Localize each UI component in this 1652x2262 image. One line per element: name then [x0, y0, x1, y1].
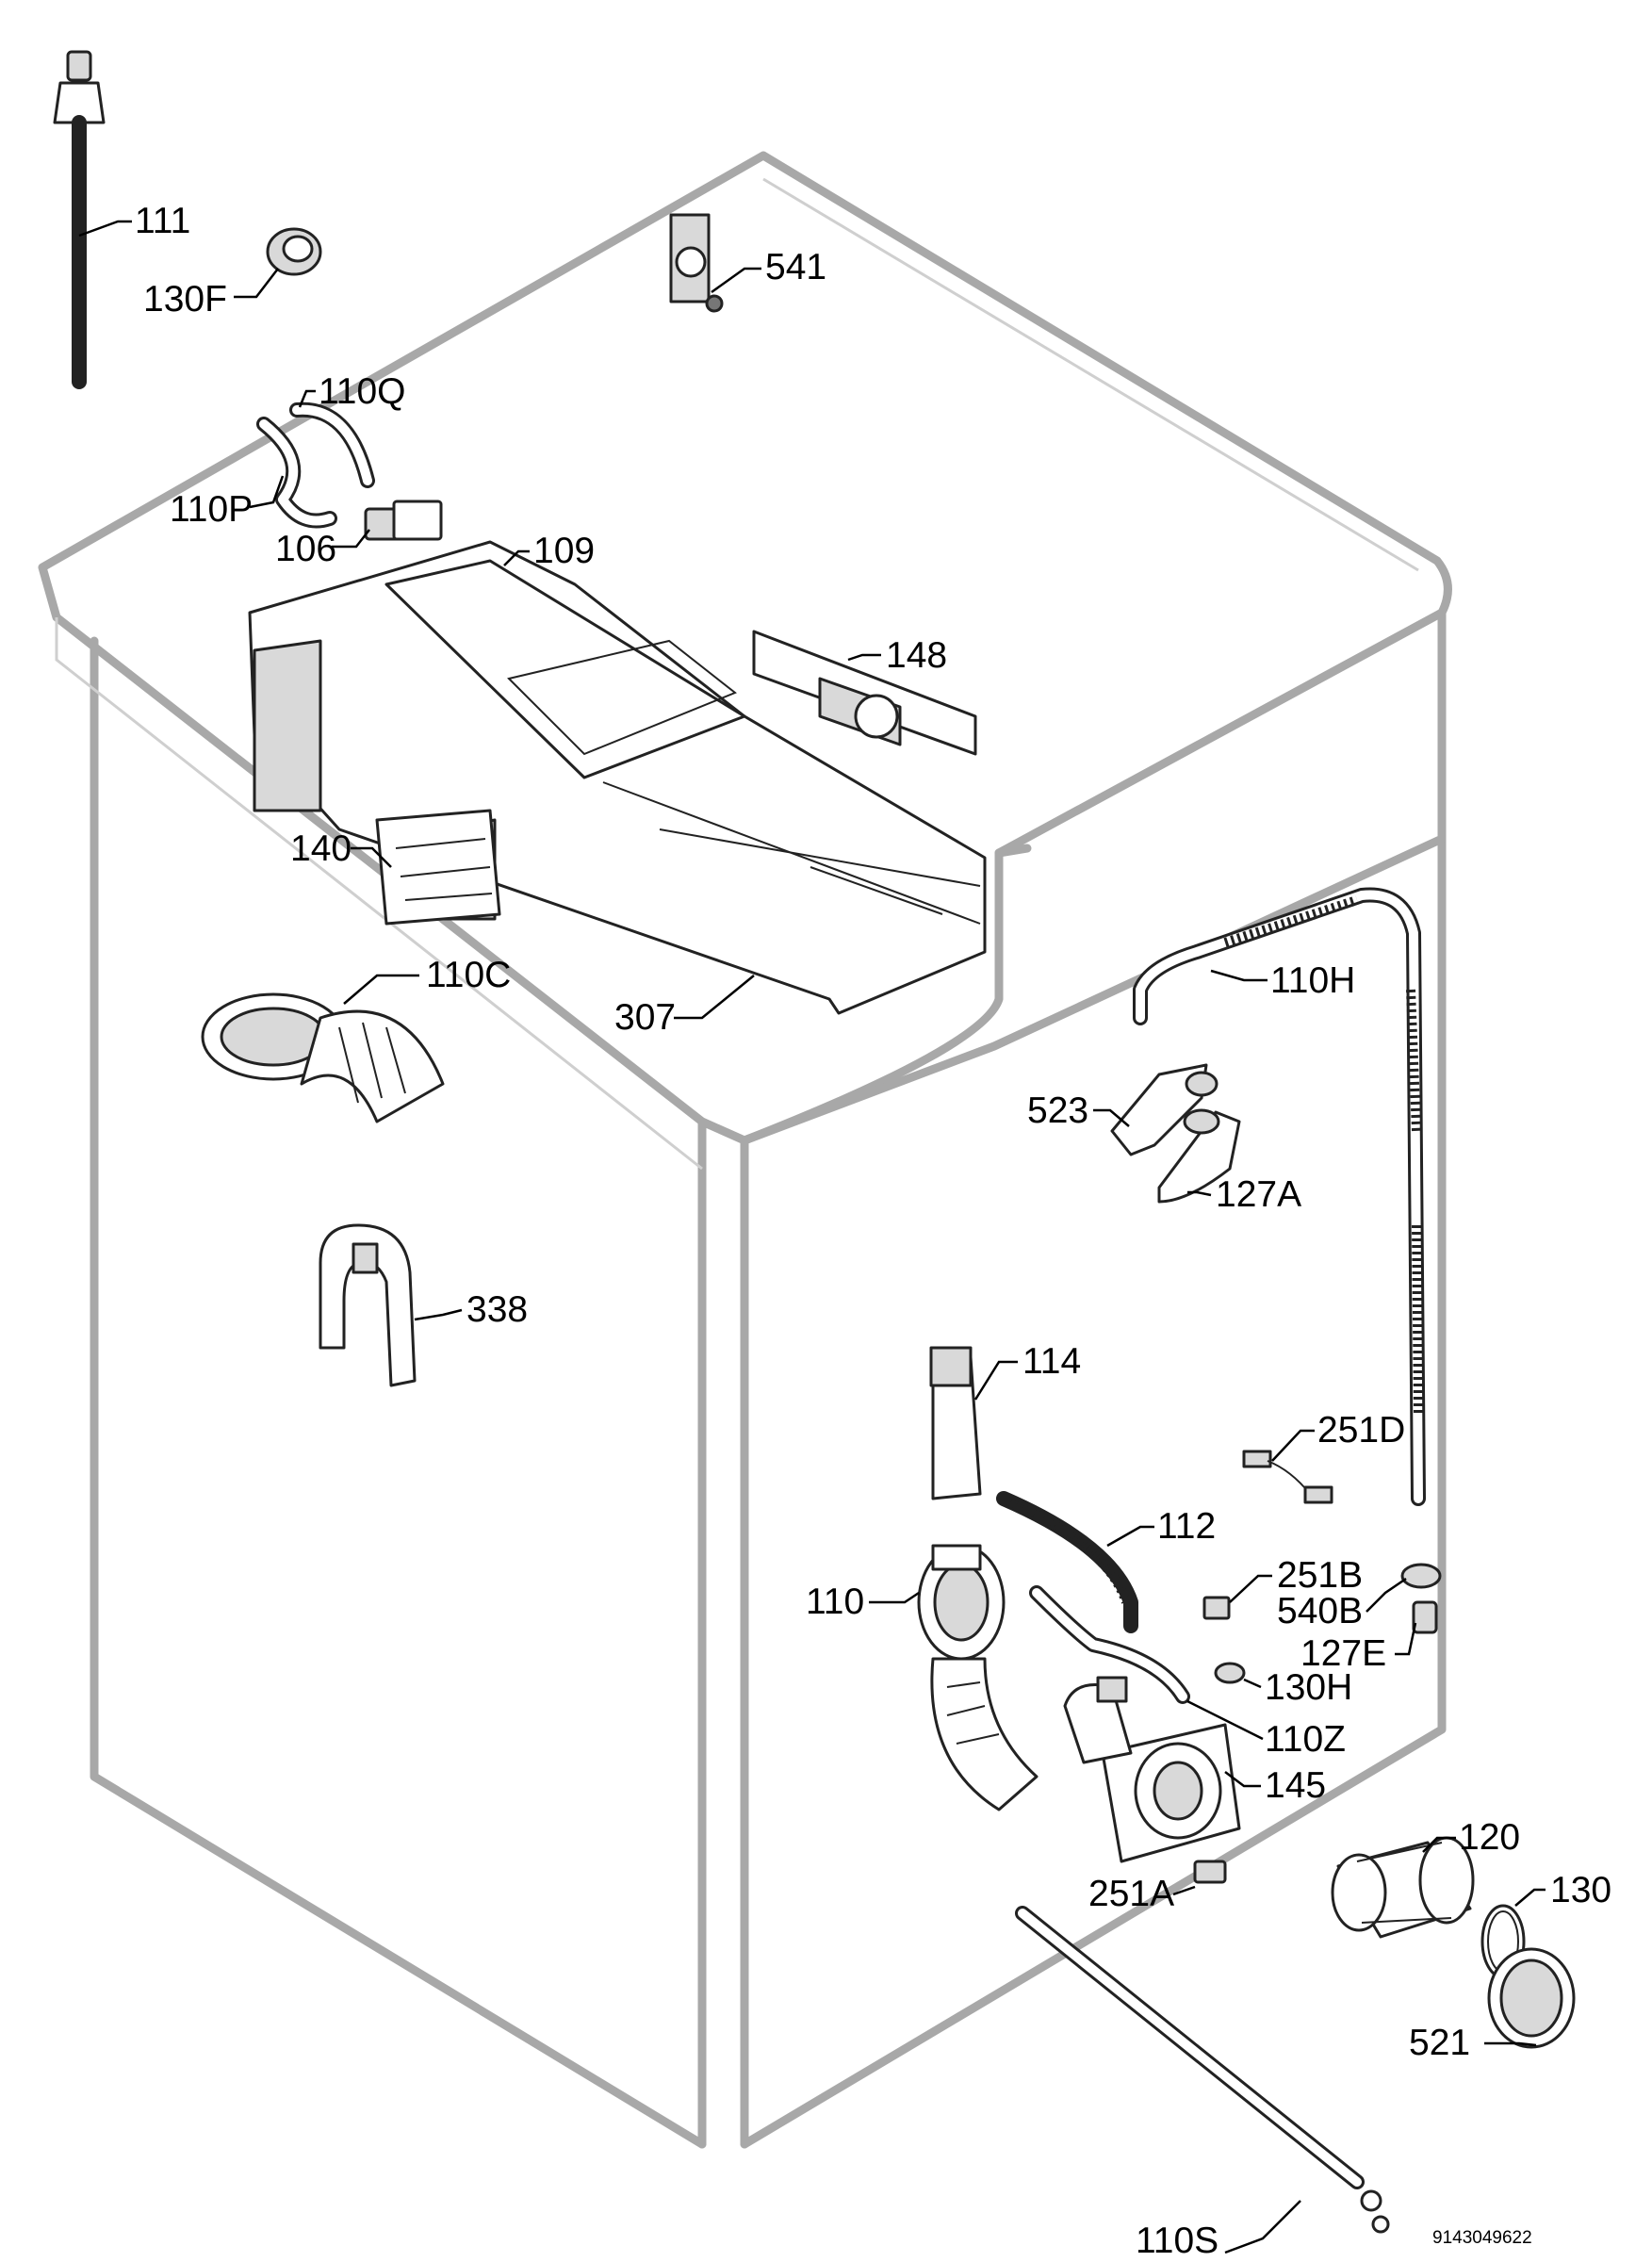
part-521-cap — [1487, 1947, 1576, 2049]
part-251B-connector — [1202, 1596, 1231, 1620]
label-127E: 127E — [1300, 1633, 1386, 1674]
part-109-307-dispenser-housing — [248, 540, 987, 1015]
part-145-pump — [1063, 1676, 1241, 1863]
label-148: 148 — [886, 635, 947, 676]
label-130F: 130F — [143, 279, 227, 320]
label-111: 111 — [135, 201, 190, 241]
label-338: 338 — [466, 1289, 528, 1330]
callout-labels: 111 130F 541 110Q 110P 106 109 148 140 1… — [135, 201, 1611, 2261]
part-541-bracket — [669, 213, 724, 313]
part-110H-drain-hose — [1133, 887, 1426, 1506]
label-109: 109 — [533, 531, 595, 571]
label-127A: 127A — [1216, 1174, 1301, 1215]
leader-lines — [78, 220, 1546, 2254]
part-140-grid — [375, 809, 501, 926]
part-120-filter — [1331, 1836, 1475, 1939]
part-251A-connector — [1193, 1860, 1227, 1884]
part-110Z-hose — [1029, 1585, 1190, 1704]
label-307: 307 — [614, 997, 676, 1038]
label-110Q: 110Q — [319, 371, 406, 412]
label-110H: 110H — [1270, 960, 1355, 1001]
part-111-inlet-hose — [53, 50, 106, 389]
drawing-reference-number: 9143049622 — [1432, 2228, 1532, 2248]
label-110S: 110S — [1136, 2221, 1219, 2261]
label-523: 523 — [1027, 1090, 1088, 1131]
label-110Z: 110Z — [1265, 1719, 1346, 1760]
label-251B: 251B — [1277, 1555, 1363, 1596]
part-112-corrugated-hose — [996, 1491, 1138, 1633]
label-112: 112 — [1157, 1506, 1216, 1547]
label-110: 110 — [806, 1582, 864, 1622]
part-523-clip — [1110, 1063, 1219, 1156]
part-148-drawer-front — [752, 630, 977, 756]
label-114: 114 — [1022, 1341, 1081, 1382]
part-251D-wiring — [1242, 1450, 1333, 1504]
label-130: 130 — [1550, 1870, 1611, 1910]
part-127E-insert — [1412, 1600, 1438, 1634]
label-140: 140 — [290, 828, 352, 869]
part-110Q-110P-hoses — [256, 402, 375, 529]
part-540B-clamp — [1400, 1563, 1442, 1589]
label-110C: 110C — [426, 955, 511, 995]
part-114-tube — [929, 1346, 982, 1500]
label-251A: 251A — [1088, 1874, 1174, 1914]
label-251D: 251D — [1317, 1410, 1405, 1451]
label-540B: 540B — [1277, 1591, 1363, 1631]
part-338-hose-bracket — [319, 1223, 417, 1387]
label-541: 541 — [765, 247, 826, 287]
part-106-valve — [364, 500, 443, 541]
label-106: 106 — [275, 529, 336, 569]
label-110P: 110P — [170, 489, 253, 530]
label-120: 120 — [1459, 1817, 1520, 1858]
part-110-sump — [917, 1544, 1039, 1811]
label-145: 145 — [1265, 1765, 1326, 1806]
part-130F-cap — [266, 227, 322, 276]
part-130H-ring — [1214, 1662, 1246, 1684]
label-130H: 130H — [1265, 1667, 1352, 1708]
part-110C-bellows — [201, 992, 445, 1123]
part-110S-drain-tube — [1015, 1906, 1390, 2234]
cabinet-outline — [38, 151, 1452, 2149]
part-127A-cover — [1157, 1108, 1241, 1204]
label-521: 521 — [1409, 2023, 1470, 2063]
